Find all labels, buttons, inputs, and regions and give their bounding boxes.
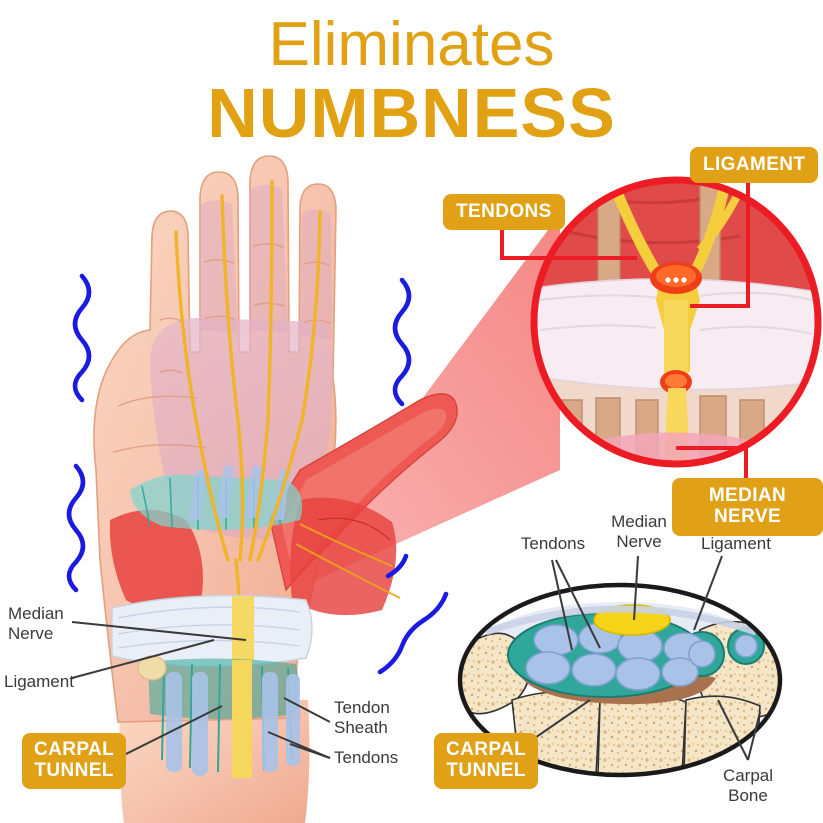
tingle-squiggle [75,276,89,400]
leader-cs-tendons-a [552,560,572,650]
leader-cs-tendons-b [556,560,600,648]
tingle-squiggle [380,594,446,672]
label-cs-median-nerve-line2: Nerve [616,531,662,551]
leader-tendon-sheath-hand [284,698,330,722]
leader-lines-hand [72,622,330,758]
badge-ligament[interactable]: LIGAMENT [690,147,819,184]
badge-carpal-tunnel-hand-line1: CARPAL [34,739,115,760]
leader-tendons-hand-2 [290,744,330,758]
label-median-nerve-hand: Median Nerve [8,604,100,643]
label-tendons-cross-section: Tendons [520,534,586,553]
label-median-nerve-hand-line1: Median [8,604,64,623]
badge-carpal-tunnel-hand-line2: TUNNEL [34,760,114,782]
leader-cs-carpal-bone-b [748,712,760,760]
label-carpal-bone-line2: Bone [728,785,768,805]
label-carpal-bone-line1: Carpal [722,766,774,785]
badge-carpal-tunnel-hand[interactable]: CARPAL TUNNEL [22,733,127,789]
label-carpal-bone-cross-section: Carpal Bone [706,766,790,805]
leader-median-nerve [676,448,746,482]
badge-carpal-tunnel-cross-section[interactable]: CARPAL TUNNEL [434,733,539,789]
leader-cs-median-nerve [634,556,638,620]
label-median-nerve-hand-line2: Nerve [8,623,54,643]
badge-tendons[interactable]: TENDONS [443,194,565,231]
title-line-2: NUMBNESS [207,74,616,152]
badge-carpal-tunnel-cs-line1: CARPAL [446,739,527,760]
badge-median-nerve-label: MEDIAN NERVE [708,485,787,528]
hand-illustration [94,156,457,823]
cross-section-oval [460,585,780,775]
leader-carpal-tunnel-hand [118,706,222,758]
leader-ligament [690,178,748,306]
leader-lines-cross-section [148,0,760,762]
badge-ligament-label: LIGAMENT [703,154,806,175]
leader-lines-red [502,178,748,482]
leader-cs-ligament [694,556,722,630]
title-line-1: Eliminates [268,10,555,79]
label-tendon-sheath-line1: Tendon [334,698,390,717]
label-median-nerve-cross-section: Median Nerve [596,512,682,551]
badge-carpal-tunnel-cs-line2: TUNNEL [446,760,526,782]
badge-tendons-label: TENDONS [456,201,552,222]
label-ligament-hand: Ligament [4,672,74,691]
tingle-squiggle [69,466,83,590]
label-tendon-sheath-hand: Tendon Sheath [334,698,424,737]
page-title: Eliminates NUMBNESS [0,10,823,152]
label-cs-median-nerve-line1: Median [611,512,667,531]
label-tendons-hand: Tendons [334,748,399,767]
label-ligament-cross-section: Ligament [701,534,771,553]
tingle-squiggle [395,280,409,404]
tingling-indicators [69,276,446,672]
leader-ligament-hand [72,640,214,678]
magnifier-circle [534,180,818,480]
label-tendon-sheath-line2: Sheath [334,717,388,737]
leader-median-nerve-hand [72,622,246,640]
leader-tendons [502,227,637,258]
badge-median-nerve[interactable]: MEDIAN NERVE [672,478,823,536]
leader-cs-carpal-bone-a [718,700,748,760]
tingle-squiggle [388,556,406,576]
